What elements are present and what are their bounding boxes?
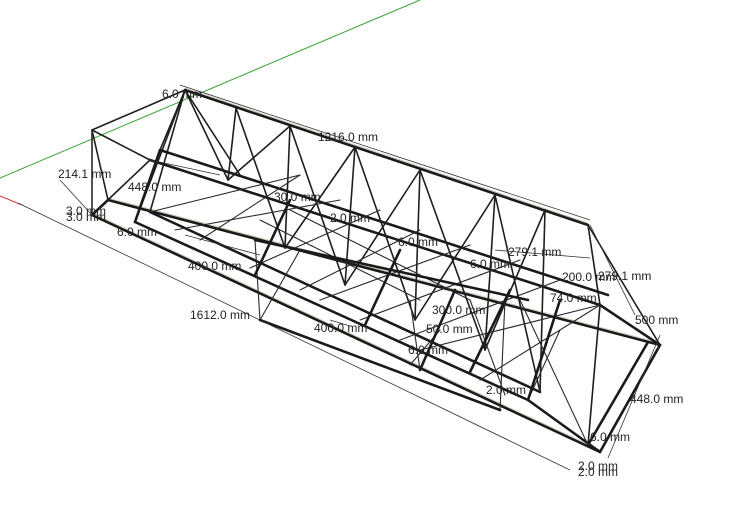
dim-width-left: 448.0 mm [128,180,181,194]
dim-diagonal-2: 279.1 mm [598,269,651,283]
dim-6-mid2: 6.0 mm [470,257,510,271]
dim-2-a: 2.0 mm [330,211,370,225]
dim-6-lower: 6.0 mm [408,343,448,357]
dim-500: 500 mm [635,313,678,327]
dimension-lines [17,84,661,471]
cross-bracing [149,174,601,446]
dim-74: 74.0 mm [550,291,597,305]
dim-400-b: 400.0 mm [314,321,367,335]
dim-length-top: 1216.0 mm [318,130,378,144]
dim-50: 50.0 mm [426,322,473,336]
dim-3-a: 3.0 mm [66,204,106,218]
vertical-posts [227,107,546,393]
dim-width-right: 448.0 mm [630,392,683,406]
dimension-labels: 1216.0 mm 1612.0 mm 214.1 mm 448.0 mm 44… [58,87,683,479]
right-end-frame [526,224,662,454]
dim-6-top: 6.0 mm [162,87,202,101]
dim-length-bottom: 1612.0 mm [190,308,250,322]
top-chord [91,87,590,227]
green-axis-line [0,0,421,179]
dim-3-b: 3.0 mm [66,210,106,224]
dim-diagonal-1: 279.1 mm [508,245,561,259]
dim-6-left: 6.0 mm [117,225,157,239]
inner-deck-frame [253,238,530,412]
dim-200: 200.0 mm [562,270,615,284]
dim-6-mid: 6.0 mm [398,235,438,249]
dim-2-b: 2.0 mm [486,383,526,397]
dim-400-a: 400.0 mm [188,259,241,273]
dim-2-d: 2.0 mm [578,465,618,479]
dim-2-c: 2.0 mm [578,459,618,473]
bottom-rail-back [106,197,662,347]
bottom-rail-front [90,212,602,454]
transverse-beams [133,148,562,402]
truss-structure [90,87,662,454]
dim-30: 30.0 mm [274,190,321,204]
dim-300: 300.0 mm [432,303,485,317]
dim-height-left: 214.1 mm [58,167,111,181]
dim-6-right: 6.0 mm [590,430,630,444]
